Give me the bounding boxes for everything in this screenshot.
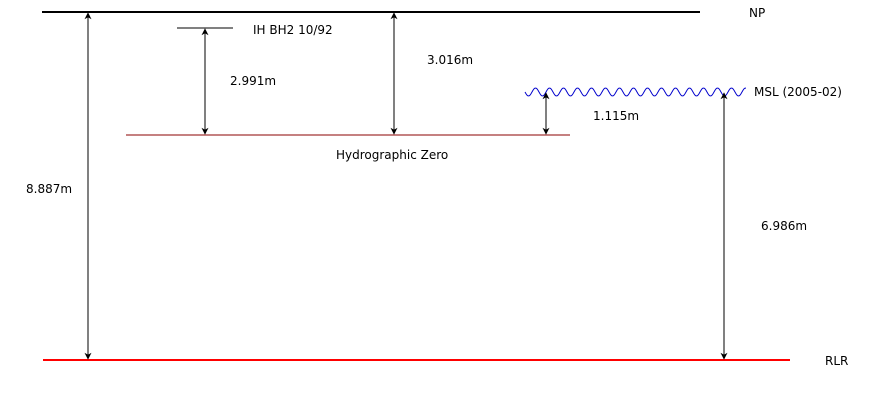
- ih-bh2-label: IH BH2 10/92: [253, 23, 333, 37]
- msl-label: MSL (2005-02): [754, 85, 842, 99]
- msl-to-rlr-measurement: 6.986m: [761, 219, 807, 233]
- hydrographic-zero-label: Hydrographic Zero: [336, 148, 448, 162]
- np-to-rlr-measurement: 8.887m: [26, 182, 72, 196]
- msl-wave-line: [524, 87, 746, 97]
- np-label: NP: [749, 6, 765, 20]
- ih-bh2-to-hz-measurement: 2.991m: [230, 74, 276, 88]
- rlr-label: RLR: [825, 354, 848, 368]
- hz-to-msl-measurement: 1.115m: [593, 109, 639, 123]
- np-to-hz-measurement: 3.016m: [427, 53, 473, 67]
